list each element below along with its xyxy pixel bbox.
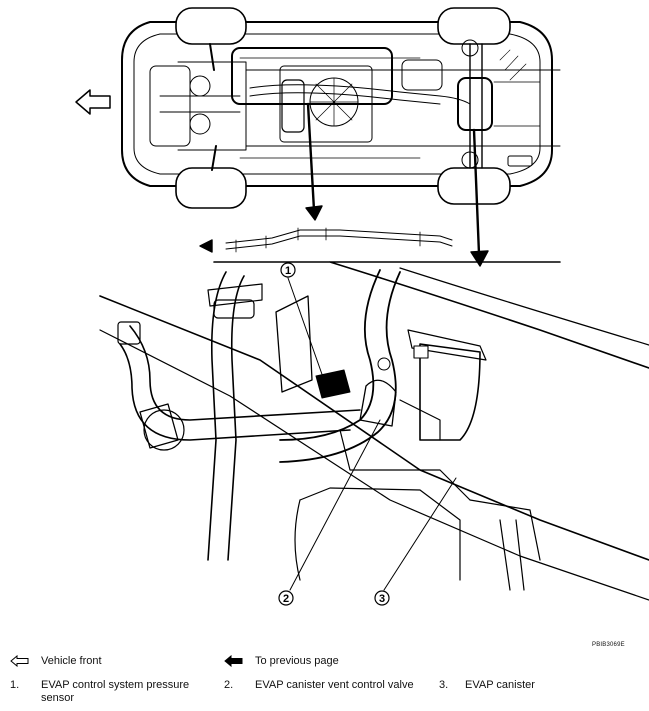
vehicle-front-arrow-icon [75,89,111,115]
svg-text:2: 2 [283,593,289,605]
solid-arrow-left-icon [224,655,243,667]
legend-item-1-number: 1. [10,679,20,691]
legend-item-2-text: EVAP canister vent control valve [255,679,414,691]
previous-page-pipe-schematic [199,227,453,253]
callout-2: 2 [278,590,294,606]
callout-3: 3 [374,590,390,606]
pointer-arrow-right [470,128,489,267]
legend-previous-page-label: To previous page [255,655,339,667]
legend-item-3-text: EVAP canister [465,679,535,691]
legend-item-3-number: 3. [439,679,449,691]
hollow-arrow-left-icon [10,655,29,667]
pointer-arrow-left [305,102,323,221]
evap-system-diagram: 1 2 3 [75,7,649,606]
callout-1: 1 [280,262,296,278]
legend-vehicle-front-label: Vehicle front [41,655,102,667]
vehicle-underbody-view [121,7,561,209]
svg-text:3: 3 [379,593,385,605]
legend-item-1-text: EVAP control system pressure sensor [41,679,190,704]
legend-item-2-number: 2. [224,679,234,691]
figure-code: PBIB3069E [592,642,625,648]
svg-text:1: 1 [285,265,291,277]
detail-view [99,261,649,601]
